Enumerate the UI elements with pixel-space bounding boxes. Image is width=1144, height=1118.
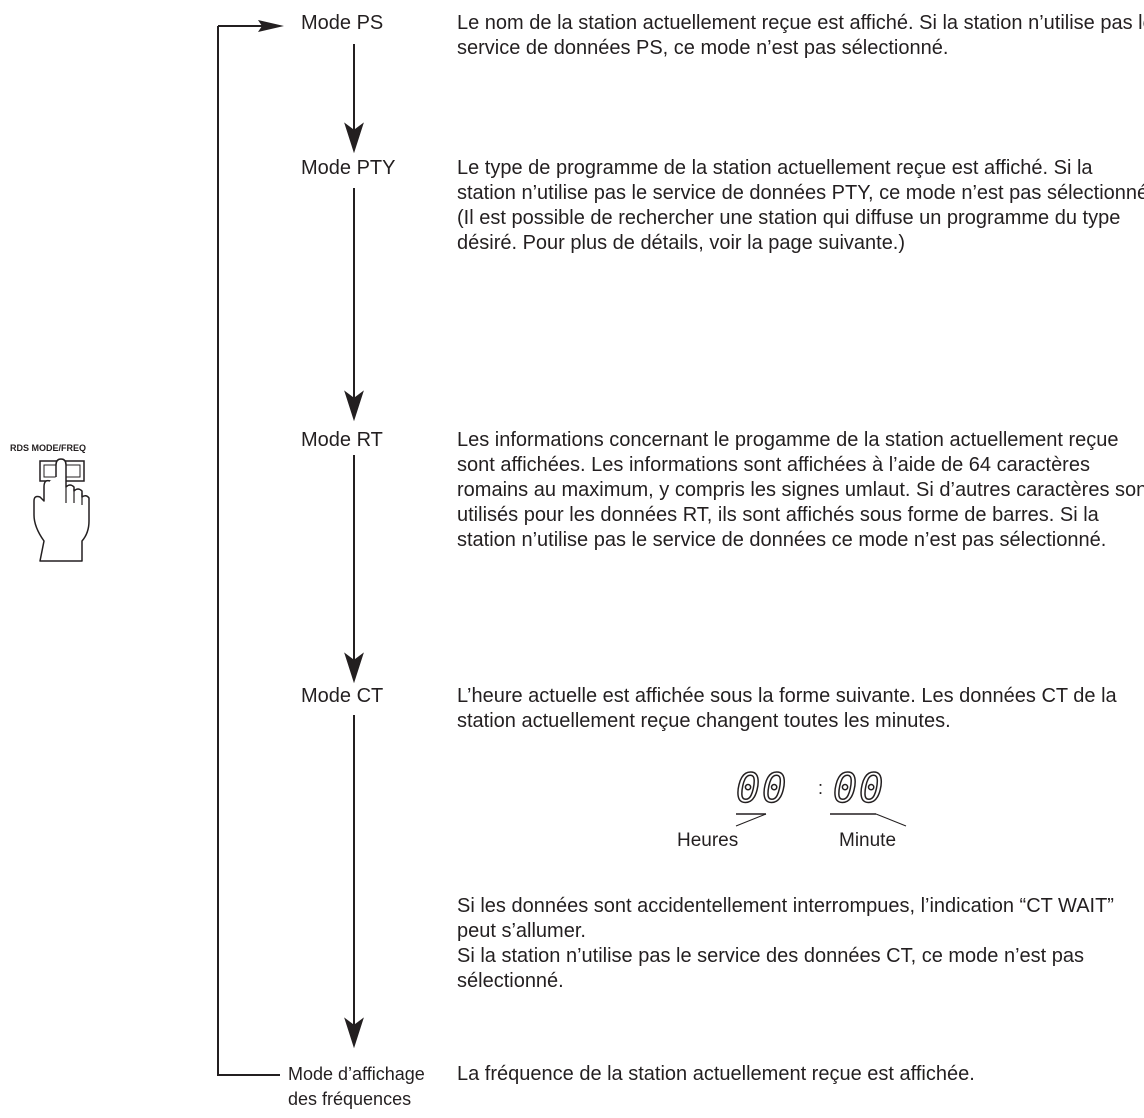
clock-separator: : — [818, 778, 824, 798]
description-paragraph: Le nom de la station actuellement reçue … — [457, 12, 1144, 59]
note-paragraph: Si les données sont accidentellement int… — [457, 895, 1114, 942]
clock-hours: 00 — [735, 765, 789, 813]
note-paragraph: Si la station n’utilise pas le service d… — [457, 945, 1085, 992]
mode-ct-label: Mode CT — [301, 685, 384, 707]
rds-mode-freq-button[interactable]: RDS MODE/FREQ — [10, 443, 130, 583]
mode-ct-description: L’heure actuelle est affichée sous la fo… — [457, 684, 1144, 734]
mode-freq-label-line: des fréquences — [288, 1089, 412, 1109]
description-paragraph: La fréquence de la station actuellement … — [457, 1063, 975, 1085]
loop-line — [217, 26, 280, 1076]
clock-minutes-label: Minute — [839, 830, 897, 851]
description-paragraph: (Il est possible de rechercher une stati… — [457, 207, 1121, 254]
description-paragraph: L’heure actuelle est affichée sous la fo… — [457, 685, 1117, 732]
clock-hours-label: Heures — [677, 830, 739, 851]
mode-freq-label-line: Mode d’affichage — [288, 1064, 425, 1084]
mode-ct-note: Si les données sont accidentellement int… — [457, 894, 1144, 994]
mode-rt-description: Les informations concernant le progamme … — [457, 428, 1144, 553]
description-paragraph: Le type de programme de la station actue… — [457, 157, 1144, 204]
mode-freq-description: La fréquence de la station actuellement … — [457, 1062, 1144, 1087]
mode-pty-label: Mode PTY — [301, 157, 396, 179]
mode-freq-label: Mode d’affichage des fréquences — [288, 1062, 425, 1112]
mode-rt-label: Mode RT — [301, 429, 383, 451]
mode-ps-label: Mode PS — [301, 12, 384, 34]
ct-clock-display: 00 : 00 — [730, 765, 910, 850]
clock-leader-lines — [735, 813, 907, 827]
clock-minutes: 00 — [832, 765, 886, 813]
mode-ps-description: Le nom de la station actuellement reçue … — [457, 11, 1144, 61]
description-paragraph: Les informations concernant le progamme … — [457, 429, 1144, 551]
rds-mode-freq-label: RDS MODE/FREQ — [10, 443, 87, 453]
mode-pty-description: Le type de programme de la station actue… — [457, 156, 1144, 256]
hand-pressing-button-icon — [33, 458, 90, 562]
